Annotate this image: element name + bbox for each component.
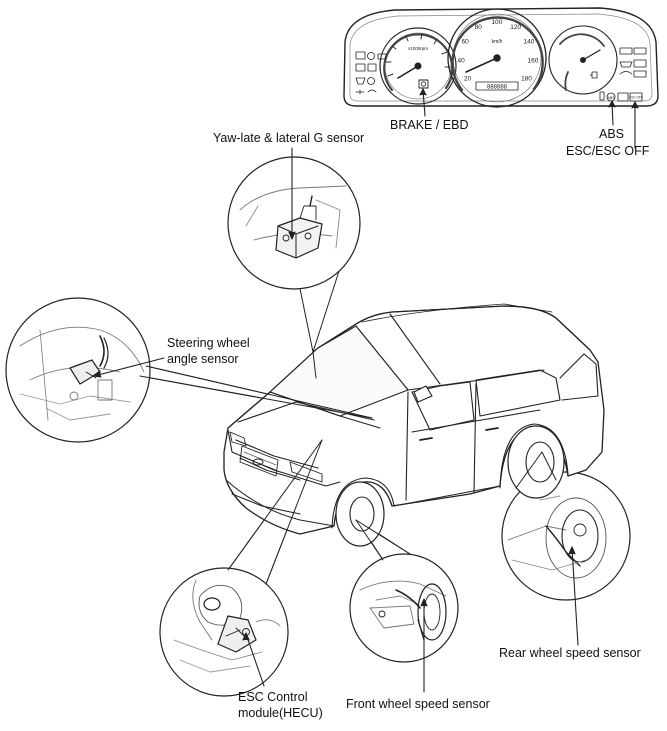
warning-lamp-icon — [599, 91, 605, 101]
brake-ebd-label: BRAKE / EBD — [390, 118, 469, 132]
warning-lamp-icon — [367, 63, 377, 72]
yaw-pointer — [312, 351, 317, 379]
warning-lamp-icon — [367, 52, 375, 60]
warning-lamp-icon — [633, 47, 647, 55]
warning-lamp-icon — [377, 53, 387, 60]
odometer-display — [475, 81, 519, 91]
warning-lamp-icon — [355, 63, 366, 72]
speed-tick-label: 100 — [492, 19, 503, 26]
rear-wheel-sensor-label: Rear wheel speed sensor — [499, 646, 641, 660]
rear-wheel-label-leader — [571, 547, 579, 646]
speed-tick-label: 80 — [475, 24, 483, 31]
esc-module-label-line2: module(HECU) — [238, 706, 323, 720]
yaw-sensor-illustration — [239, 185, 347, 259]
warning-lamp-icon — [619, 47, 633, 55]
esc-warning-lamp — [617, 92, 629, 102]
steering-label-leader — [93, 357, 165, 377]
warning-lamp-icon — [367, 77, 375, 85]
front-wheel-sensor-label: Front wheel speed sensor — [346, 697, 490, 711]
front-wheel — [335, 481, 385, 547]
speed-tick-label: 160 — [527, 57, 538, 64]
svg-text:ESC OFF: ESC OFF — [629, 96, 643, 100]
fuel-temp-gauge — [548, 25, 618, 95]
odometer-readout: 888888 — [487, 85, 508, 91]
warning-lamp-icon — [355, 77, 366, 85]
tacho-unit-label: x1000rpm — [408, 46, 428, 51]
speedo-unit-label: km/h — [492, 39, 503, 45]
esc-off-label: ESC/ESC OFF — [566, 144, 650, 158]
esc-off-warning-lamp — [629, 92, 643, 102]
speed-tick-label: 120 — [510, 24, 521, 31]
speed-tick-label: 140 — [523, 38, 534, 45]
vehicle-callout-leaders — [139, 351, 557, 585]
warning-lamp-icon — [355, 51, 366, 60]
steering-sensor-label-line2: angle sensor — [167, 352, 239, 366]
yaw-sensor-bubble — [227, 156, 361, 353]
tachometer-gauge: x1000rpm — [379, 27, 457, 105]
steering-sensor-label-line1: Steering wheel — [167, 336, 250, 350]
cluster-callout-leaders — [419, 88, 639, 149]
speed-tick-label: 40 — [457, 57, 465, 64]
svg-text:ABS: ABS — [607, 96, 615, 100]
speed-tick-label: 60 — [461, 38, 469, 45]
warning-lamp-icon — [633, 59, 647, 68]
speed-tick-label: 20 — [464, 76, 472, 83]
warning-lamp-icon — [619, 71, 633, 75]
right-warning-icons: ABS ESC OFF — [599, 47, 647, 102]
warning-lamp-icon — [355, 89, 365, 95]
rear-wheel-illustration — [507, 495, 607, 579]
speed-tick-label: 180 — [521, 76, 532, 83]
esc-module-illustration — [173, 579, 281, 673]
abs-label: ABS — [599, 127, 625, 141]
esc-module-label-leader — [245, 633, 265, 687]
warning-lamp-icon — [619, 61, 633, 68]
abs-warning-lamp — [606, 92, 616, 102]
brake-ebd-lamp — [418, 79, 429, 89]
yaw-sensor-label: Yaw-late & lateral G sensor — [213, 131, 365, 145]
esc-module-label-line1: ESC Control — [238, 690, 308, 704]
warning-lamp-icon — [633, 70, 647, 78]
warning-lamp-icon — [367, 89, 377, 93]
left-warning-icons — [355, 51, 387, 95]
label-leaders — [92, 147, 579, 693]
